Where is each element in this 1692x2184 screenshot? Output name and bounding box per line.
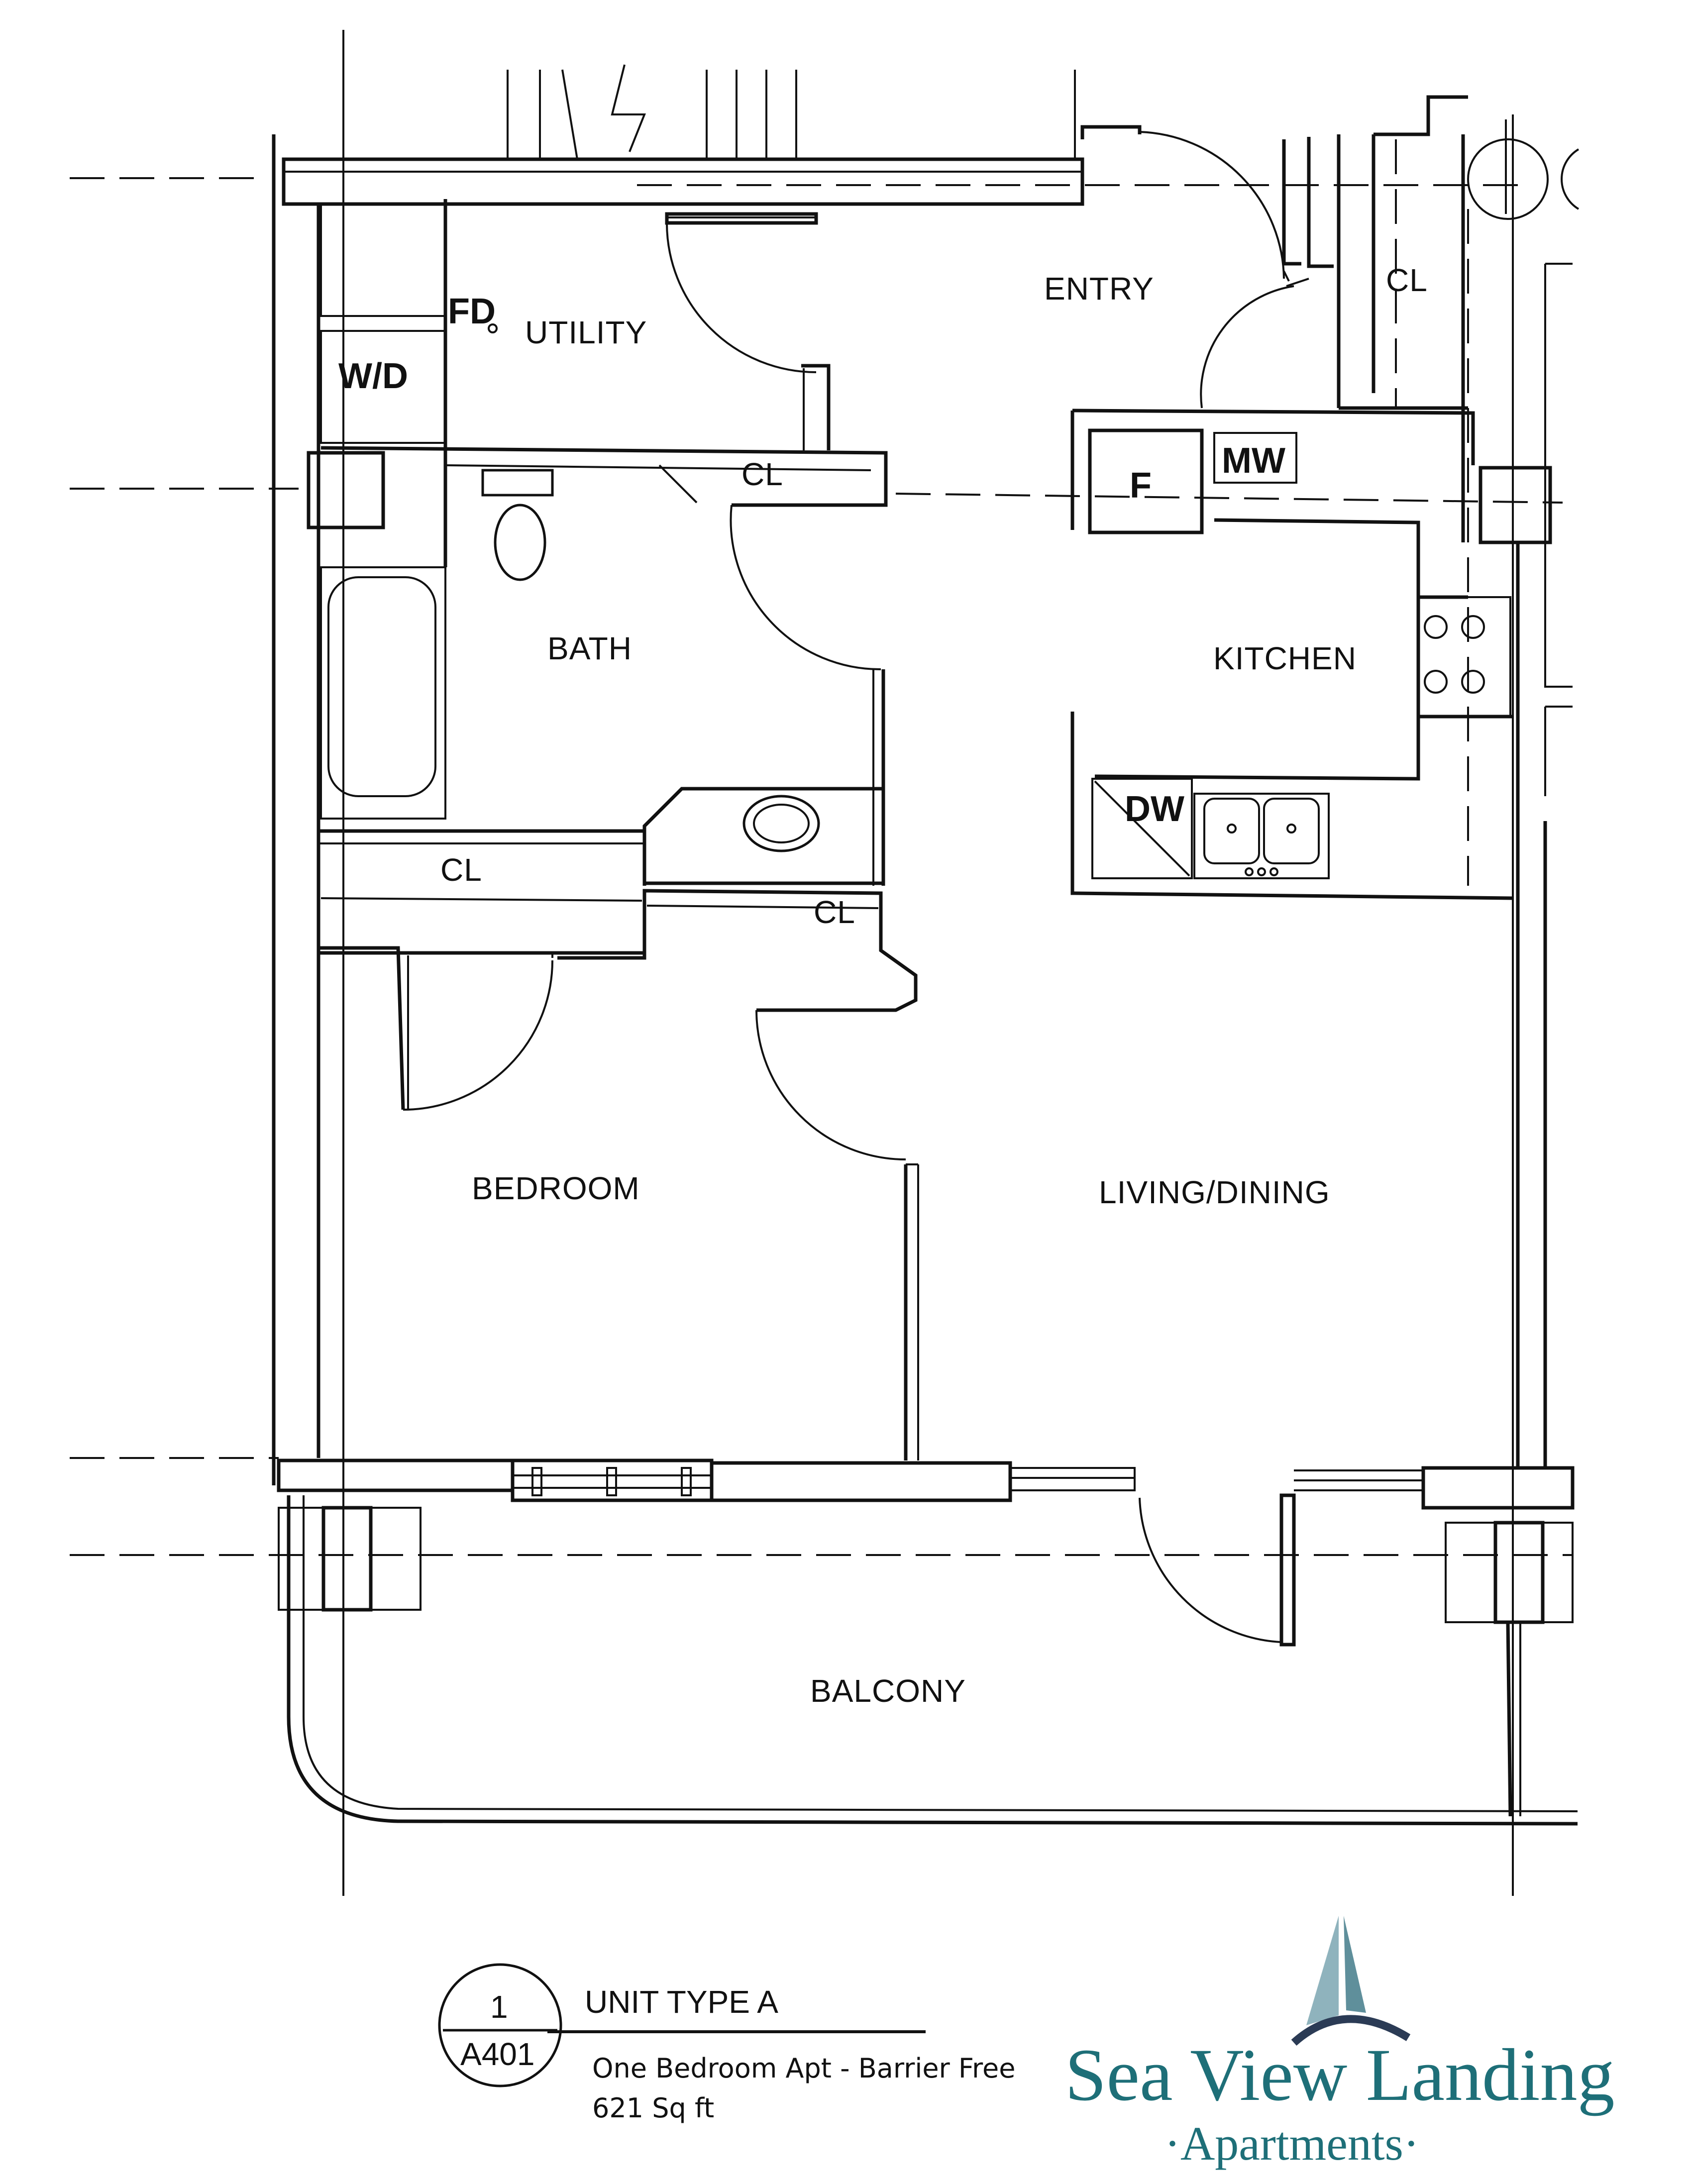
unit-area: 621 Sq ft — [592, 2092, 714, 2124]
closet-label-entry: CL — [1386, 262, 1428, 298]
logo-tagline: ·Apartments· — [1164, 2117, 1419, 2170]
room-label-balcony: BALCONY — [810, 1673, 966, 1709]
closet-label-bedroom: CL — [440, 852, 482, 888]
room-label-bath: BATH — [547, 630, 632, 666]
sail-icon-right — [1344, 1916, 1366, 2013]
bath-fixtures — [481, 469, 820, 852]
floor-drain-label: FD — [448, 292, 496, 331]
washer-dryer-label: W/D — [338, 356, 408, 396]
toilet-tank-icon — [481, 469, 554, 497]
unit-description: One Bedroom Apt - Barrier Free — [592, 2053, 1016, 2084]
logo-name: Sea View Landing — [1065, 2034, 1615, 2116]
room-labels: ENTRY UTILITY BATH KITCHEN BEDROOM LIVIN… — [440, 262, 1428, 1709]
room-label-bedroom: BEDROOM — [472, 1170, 640, 1206]
closet-label-utility: CL — [741, 456, 783, 492]
detail-number: 1 — [490, 1989, 508, 2025]
stair-fragment — [507, 64, 1076, 160]
microwave-label: MW — [1222, 441, 1285, 481]
sail-icon — [1306, 1916, 1339, 2025]
room-label-utility: UTILITY — [525, 314, 647, 350]
detail-bubble — [438, 1963, 562, 2087]
door-swings — [403, 131, 1309, 1643]
room-label-kitchen: KITCHEN — [1213, 640, 1357, 676]
grid-lines — [70, 30, 1580, 1896]
room-label-living-dining: LIVING/DINING — [1099, 1174, 1330, 1210]
toilet-bowl-icon — [494, 504, 546, 581]
room-label-entry: ENTRY — [1044, 271, 1154, 307]
sheet-number: A401 — [460, 2036, 534, 2072]
sea-view-landing-logo: Sea View Landing ·Apartments· — [1065, 1916, 1615, 2170]
dishwasher-label: DW — [1125, 789, 1184, 829]
appliance-labels: FD W/D F MW DW — [338, 292, 1285, 829]
fridge-label: F — [1130, 466, 1152, 506]
closet-label-hall: CL — [814, 894, 855, 930]
unit-title: UNIT TYPE A — [585, 1984, 778, 2020]
walls — [272, 95, 1578, 1826]
title-block: 1 A401 UNIT TYPE A One Bedroom Apt - Bar… — [438, 1963, 1016, 2124]
floor-drain-icon — [488, 323, 498, 333]
horizon-arc-icon — [1291, 2015, 1411, 2046]
